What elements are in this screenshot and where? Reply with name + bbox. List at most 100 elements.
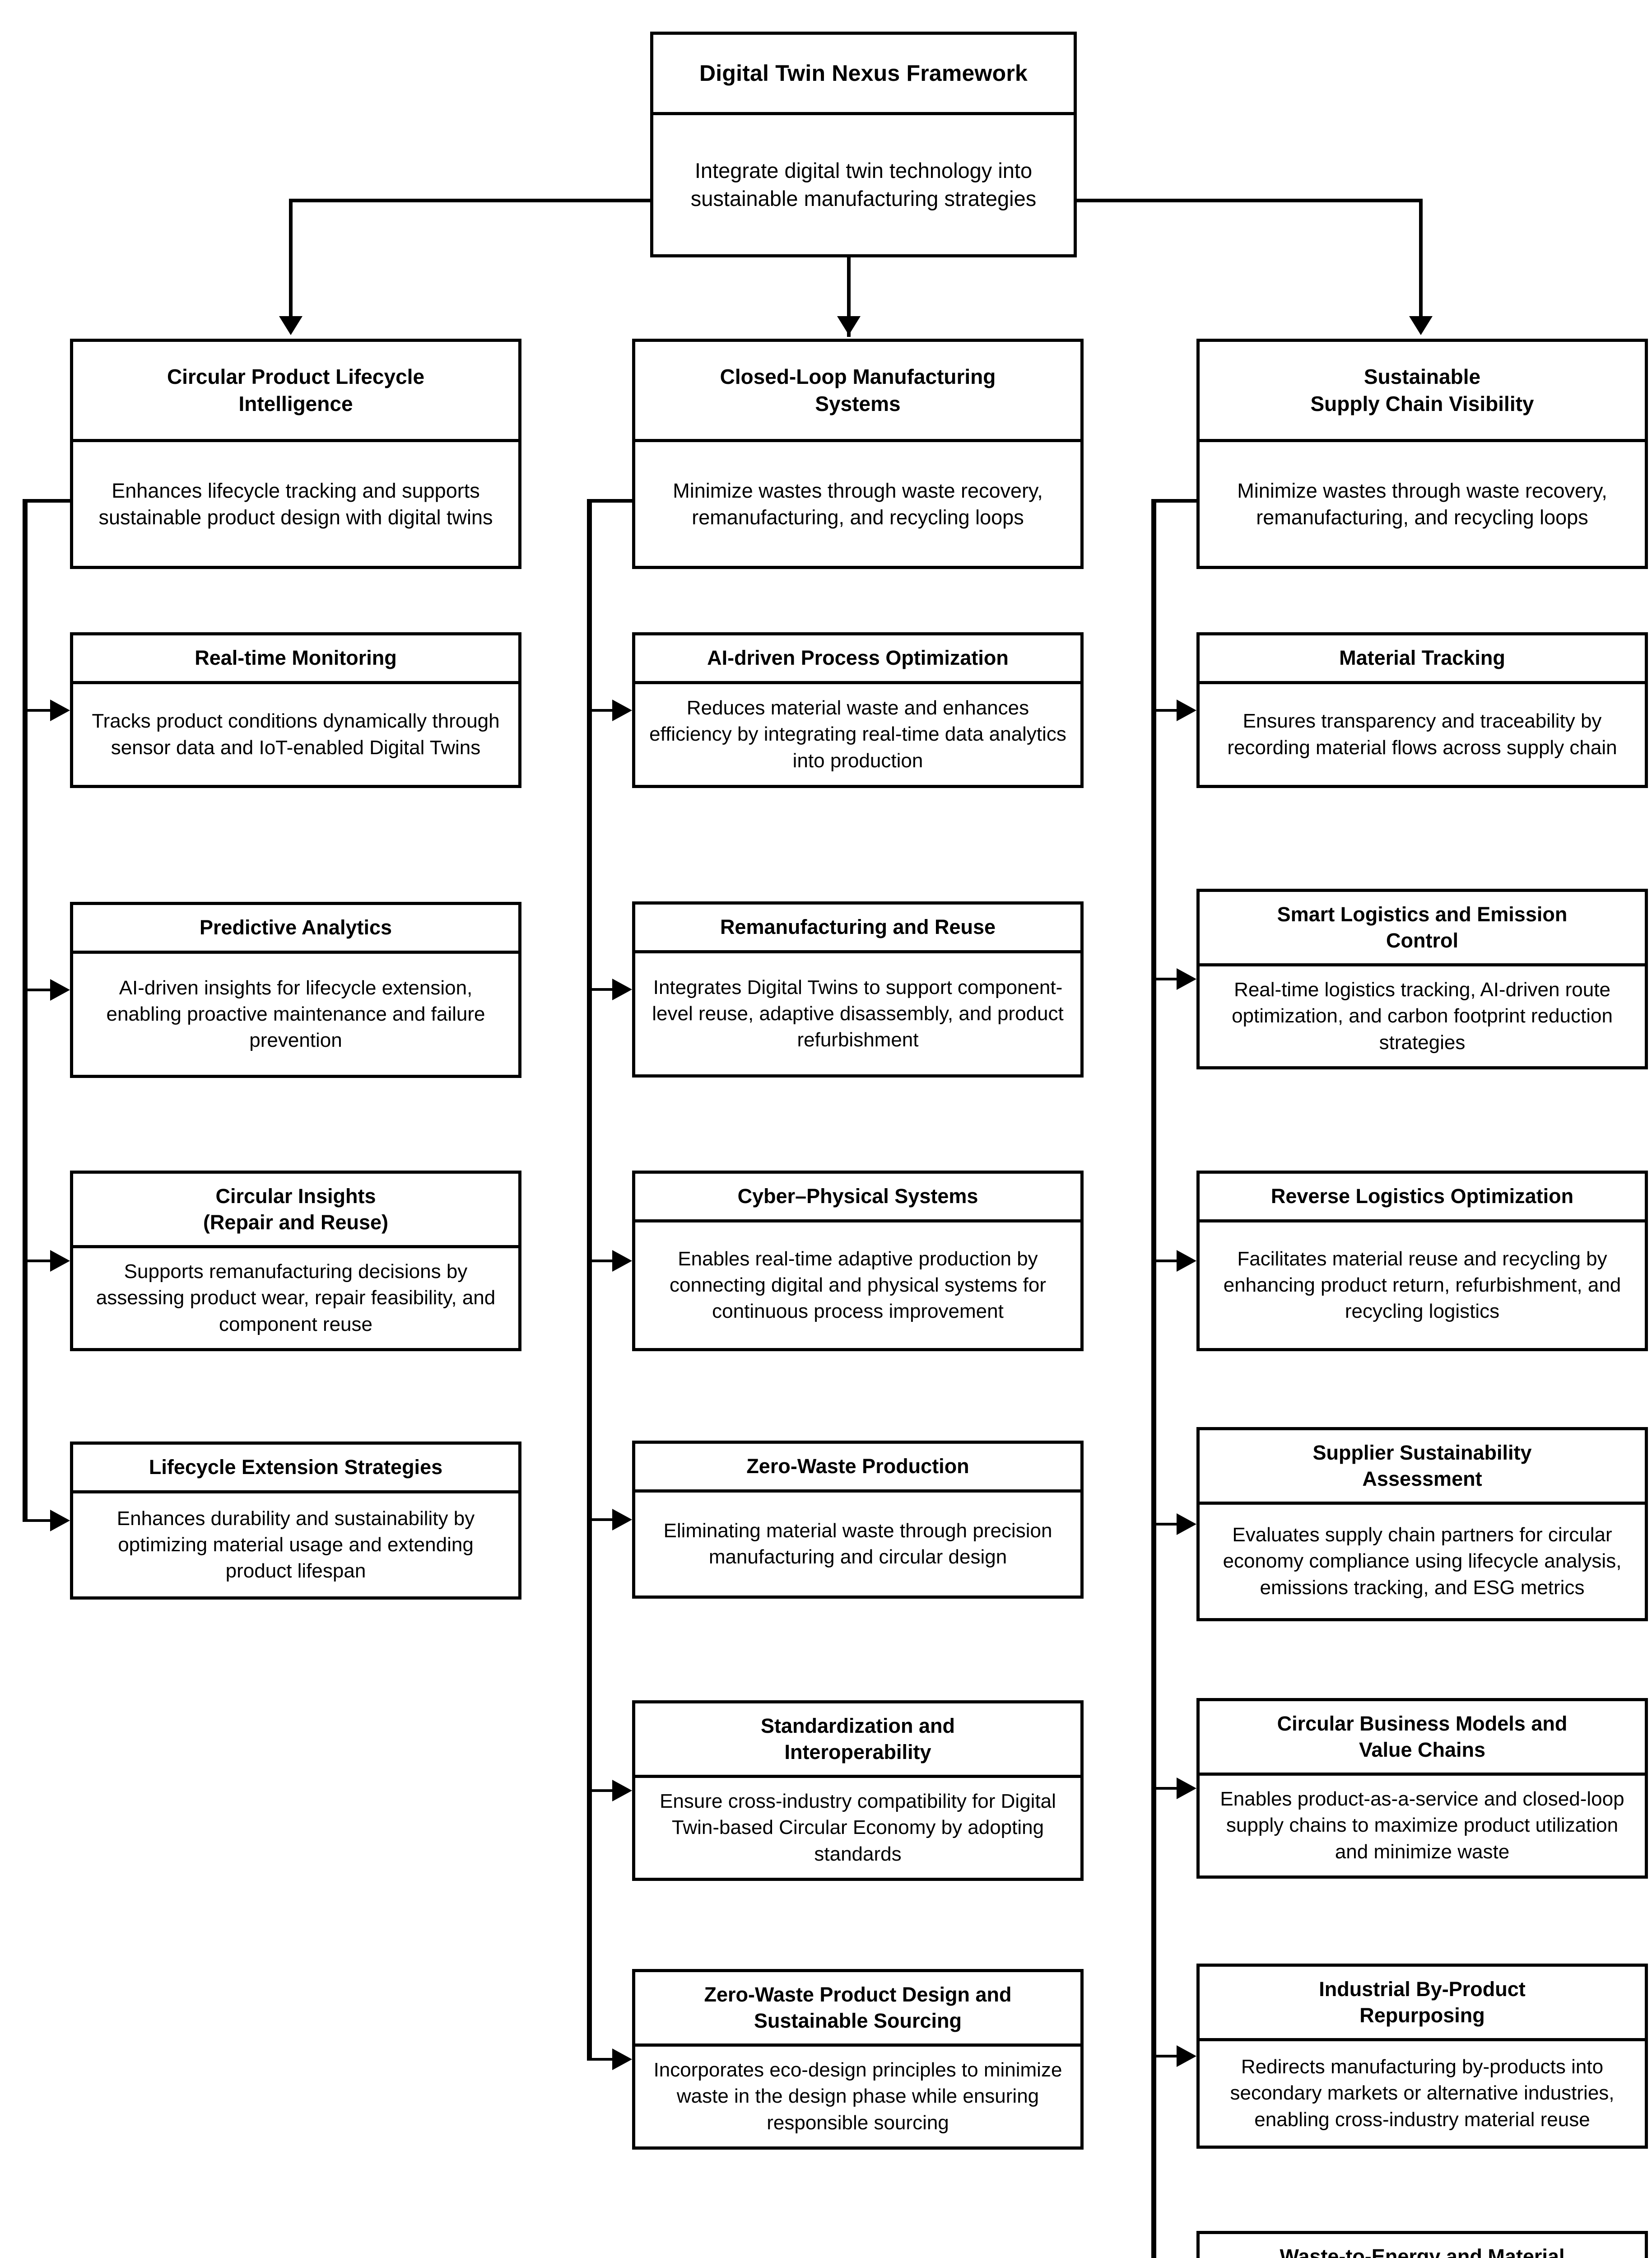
- node-description: Real-time logistics tracking, AI-driven …: [1232, 979, 1613, 1054]
- connector-branch-smart-logistics-and-emission-control: [1151, 978, 1178, 980]
- node-description: Ensure cross-industry compatibility for …: [660, 1790, 1056, 1865]
- node-title: Zero-Waste Product Design and Sustainabl…: [635, 1972, 1080, 2047]
- arrowhead-real-time-monitoring: [50, 700, 70, 721]
- column-header-title: Sustainable Supply Chain Visibility: [1200, 342, 1645, 442]
- node-title: Waste-to-Energy and Material Recovery: [1200, 2234, 1645, 2258]
- connector-branch-circular-insights-repair-and-reuse: [23, 1260, 52, 1262]
- connector-spine-top-column-2: [587, 499, 632, 503]
- connector-branch-cyber-physical-systems: [587, 1260, 614, 1262]
- connector-branch-material-tracking: [1151, 709, 1178, 712]
- node-title: Material Tracking: [1200, 635, 1645, 684]
- node-title: AI-driven Process Optimization: [635, 635, 1080, 684]
- connector-branch-standardization-and-interoperability: [587, 1789, 614, 1792]
- node-title: Circular Business Models and Value Chain…: [1200, 1701, 1645, 1776]
- connector-branch-real-time-monitoring: [23, 709, 52, 712]
- arrowhead-supplier-sustainability-assessment: [1177, 1513, 1196, 1535]
- arrowhead-zero-waste-production: [612, 1509, 632, 1530]
- connector-branch-industrial-by-product-repurposing: [1151, 2055, 1178, 2057]
- connector-branch-zero-waste-product-design-and-sustainable-sourcing: [587, 2058, 614, 2061]
- node-description: Redirects manufacturing by-products into…: [1230, 2056, 1615, 2131]
- node-circular-business-models-and-value-chains[interactable]: Circular Business Models and Value Chain…: [1196, 1698, 1648, 1879]
- node-title: Industrial By-Product Repurposing: [1200, 1967, 1645, 2041]
- node-description: Eliminating material waste through preci…: [663, 1519, 1052, 1568]
- node-title: Cyber–Physical Systems: [635, 1174, 1080, 1222]
- node-description: Ensures transparency and traceability by…: [1227, 710, 1617, 759]
- column-header-title: Circular Product Lifecycle Intelligence: [73, 342, 518, 442]
- arrowhead-lifecycle-extension-strategies: [50, 1510, 70, 1531]
- node-circular-insights-repair-and-reuse[interactable]: Circular Insights (Repair and Reuse) Supp…: [70, 1171, 521, 1351]
- node-description: Enhances durability and sustainability b…: [116, 1507, 475, 1582]
- node-title: Supplier Sustainability Assessment: [1200, 1430, 1645, 1505]
- connector-branch-ai-driven-process-optimization: [587, 709, 614, 712]
- connector-root-center-drop: [847, 257, 851, 337]
- arrowhead-cyber-physical-systems: [612, 1250, 632, 1272]
- node-description: Tracks product conditions dynamically th…: [92, 710, 500, 759]
- arrowhead-ai-driven-process-optimization: [612, 700, 632, 721]
- node-description: Integrates Digital Twins to support comp…: [652, 976, 1064, 1051]
- column-header-circular-product-lifecycle-intelligence[interactable]: Circular Product Lifecycle Intelligence …: [70, 339, 521, 569]
- root-node[interactable]: Digital Twin Nexus Framework Integrate d…: [650, 32, 1077, 257]
- column-header-closed-loop-manufacturing-systems[interactable]: Closed-Loop Manufacturing Systems Minimi…: [632, 339, 1084, 569]
- arrowhead-circular-business-models-and-value-chains: [1177, 1777, 1196, 1799]
- root-node-description: Integrate digital twin technology into s…: [690, 158, 1037, 210]
- arrowhead-industrial-by-product-repurposing: [1177, 2045, 1196, 2067]
- arrowhead-standardization-and-interoperability: [612, 1780, 632, 1801]
- column-header-description: Minimize wastes through waste recovery, …: [1237, 479, 1607, 529]
- connector-branch-supplier-sustainability-assessment: [1151, 1523, 1178, 1526]
- node-description: Incorporates eco-design principles to mi…: [653, 2059, 1062, 2134]
- connector-spine-top-column-1: [23, 499, 70, 503]
- node-title: Real-time Monitoring: [73, 635, 518, 684]
- node-description: Reduces material waste and enhances effi…: [649, 697, 1066, 772]
- arrowhead-material-tracking: [1177, 700, 1196, 721]
- connector-branch-predictive-analytics: [23, 989, 52, 991]
- node-description: Evaluates supply chain partners for circ…: [1223, 1524, 1622, 1599]
- arrowhead-remanufacturing-and-reuse: [612, 979, 632, 1000]
- arrowhead-circular-insights-repair-and-reuse: [50, 1250, 70, 1272]
- node-title: Reverse Logistics Optimization: [1200, 1174, 1645, 1222]
- column-header-description: Enhances lifecycle tracking and supports…: [98, 479, 493, 529]
- connector-branch-zero-waste-production: [587, 1518, 614, 1521]
- connector-branch-circular-business-models-and-value-chains: [1151, 1787, 1178, 1790]
- arrowhead-smart-logistics-and-emission-control: [1177, 968, 1196, 990]
- connector-spine-column-2: [587, 499, 592, 2059]
- connector-root-left-horizontal: [289, 199, 653, 202]
- node-description: Facilitates material reuse and recycling…: [1223, 1247, 1621, 1323]
- arrowhead-root-to-col2: [837, 316, 861, 335]
- root-node-title: Digital Twin Nexus Framework: [653, 35, 1074, 115]
- node-title: Remanufacturing and Reuse: [635, 905, 1080, 953]
- node-title: Circular Insights (Repair and Reuse): [73, 1174, 518, 1248]
- node-waste-to-energy-and-material-recovery[interactable]: Waste-to-Energy and Material RecoveryCon…: [1196, 2231, 1648, 2258]
- connector-branch-reverse-logistics-optimization: [1151, 1260, 1178, 1262]
- arrowhead-zero-waste-product-design-and-sustainable-sourcing: [612, 2048, 632, 2070]
- arrowhead-predictive-analytics: [50, 979, 70, 1001]
- connector-branch-remanufacturing-and-reuse: [587, 988, 614, 991]
- node-title: Smart Logistics and Emission Control: [1200, 892, 1645, 966]
- arrowhead-reverse-logistics-optimization: [1177, 1250, 1196, 1272]
- node-description: AI-driven insights for lifecycle extensi…: [106, 976, 485, 1052]
- column-header-description: Minimize wastes through waste recovery, …: [673, 479, 1043, 529]
- node-description: Supports remanufacturing decisions by as…: [96, 1260, 496, 1335]
- node-zero-waste-product-design-and-sustainable-sourcing[interactable]: Zero-Waste Product Design and Sustainabl…: [632, 1969, 1084, 2150]
- node-title: Lifecycle Extension Strategies: [73, 1445, 518, 1493]
- connector-root-left-vertical: [289, 199, 293, 319]
- node-title: Zero-Waste Production: [635, 1444, 1080, 1493]
- node-description: Enables real-time adaptive production by…: [670, 1247, 1046, 1323]
- column-header-sustainable-supply-chain-visibility[interactable]: Sustainable Supply Chain Visibility Mini…: [1196, 339, 1648, 569]
- connector-branch-lifecycle-extension-strategies: [23, 1519, 52, 1522]
- arrowhead-root-to-col1: [279, 316, 302, 335]
- node-title: Standardization and Interoperability: [635, 1703, 1080, 1778]
